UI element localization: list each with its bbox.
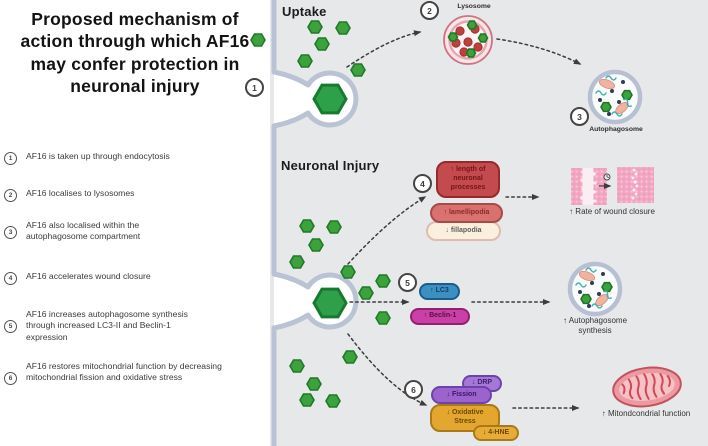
step-item-2: 2 AF16 localises to lysosomes	[4, 187, 134, 202]
marker-2: 2	[420, 1, 439, 20]
step-item-1: 1 AF16 is taken up through endocytosis	[4, 150, 170, 165]
section-label-neuronal-injury: Neuronal Injury	[281, 158, 380, 173]
step-text: AF16 localises to lysosomes	[26, 188, 135, 198]
step-text: AF16 accelerates wound closure	[26, 271, 151, 281]
section-label-uptake: Uptake	[282, 4, 327, 19]
pill-fillapodia: ↓ fillapodia	[426, 221, 501, 241]
step-item-3: 3 AF16 also localised within the autopha…	[4, 219, 194, 243]
legend-panel	[0, 0, 270, 446]
marker-5: 5	[398, 273, 417, 292]
mitochondrial-function-label: ↑ Mitondcondrial function	[601, 409, 691, 418]
pill-fission: ↓ Fission	[431, 386, 492, 404]
step-number-badge: 3	[4, 226, 17, 239]
step-item-5: 5 AF16 increases autophagosome synthesis…	[4, 308, 204, 343]
pill-lamellipodia: ↑ lamellipodia	[430, 203, 503, 223]
marker-3: 3	[570, 107, 589, 126]
step-number-badge: 1	[4, 152, 17, 165]
step-number-badge: 4	[4, 272, 17, 285]
autophagosome-label: Autophagosome	[589, 126, 643, 133]
step-text: AF16 restores mitochondrial function by …	[26, 361, 222, 383]
figure-title: Proposed mechanism of action through whi…	[20, 9, 250, 97]
step-number-badge: 2	[4, 189, 17, 202]
step-item-4: 4 AF16 accelerates wound closure	[4, 270, 151, 285]
pill-4hne: ↓ 4-HNE	[473, 425, 519, 441]
marker-1: 1	[245, 78, 264, 97]
marker-4: 4	[413, 174, 432, 193]
step-number-badge: 5	[4, 320, 17, 333]
lysosome-label: Lysosome	[457, 3, 491, 10]
step-number-badge: 6	[4, 372, 17, 385]
autophagosome-synthesis-label: ↑ Autophagosome synthesis	[562, 316, 628, 336]
step-item-6: 6 AF16 restores mitochondrial function b…	[4, 360, 234, 385]
step-text: AF16 is taken up through endocytosis	[26, 151, 170, 161]
step-text: AF16 increases autophagosome synthesis t…	[26, 309, 188, 342]
pill-lc3: ↑ LC3	[419, 283, 460, 300]
marker-6: 6	[404, 380, 423, 399]
wound-closure-label: ↑ Rate of wound closure	[569, 207, 655, 216]
pill-length-neuronal-processes: ↑ length of neuronal processes	[436, 161, 500, 198]
pill-beclin: ↑ Beclin-1	[410, 308, 470, 325]
step-text: AF16 also localised within the autophago…	[26, 220, 141, 242]
